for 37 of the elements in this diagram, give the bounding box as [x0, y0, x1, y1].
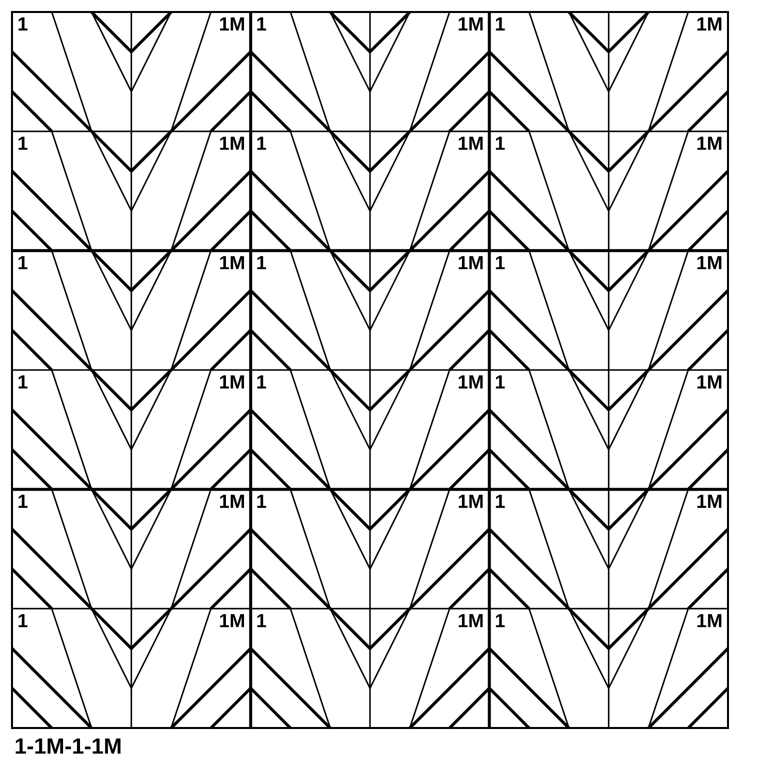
tile-label: 1M	[458, 375, 483, 388]
tile-label: 1M	[458, 136, 483, 150]
tile-label: 1	[18, 256, 28, 270]
tile-label: 1M	[458, 256, 483, 270]
tile-label: 1M	[458, 494, 483, 508]
tile-label: 1	[496, 136, 505, 150]
tile-label: 1M	[697, 17, 722, 30]
caption: 1-1M-1-1M	[16, 738, 120, 754]
tile-label: 1M	[220, 256, 244, 270]
tile-label: 1	[496, 17, 505, 30]
tile-label: 1M	[458, 17, 483, 30]
tile-label: 1	[496, 494, 505, 508]
tile-label: 1	[18, 17, 28, 30]
tile-label: 1M	[697, 614, 722, 628]
tile-label: 1	[257, 614, 266, 628]
tile-label: 1M	[697, 375, 722, 388]
tile-label: 1M	[697, 136, 722, 150]
tile-label: 1M	[697, 494, 722, 508]
tile-label: 1M	[220, 17, 244, 30]
tile-label: 1	[18, 614, 28, 628]
tile-label: 1	[257, 375, 266, 388]
tile-label: 1	[18, 375, 28, 388]
tile-label: 1M	[220, 614, 244, 628]
tile-label: 1M	[220, 494, 244, 508]
tile-label: 1	[257, 136, 266, 150]
tile-label: 1	[18, 494, 28, 508]
tile-label: 1M	[220, 375, 244, 388]
tile-label: 1M	[458, 614, 483, 628]
tile-label: 1M	[220, 136, 244, 150]
tile-label: 1	[257, 494, 266, 508]
tile-label: 1	[257, 17, 266, 30]
tile-label: 1	[496, 256, 505, 270]
tile-label: 1	[18, 136, 28, 150]
tile-label: 1	[496, 614, 505, 628]
tile-label: 1M	[697, 256, 722, 270]
tile-label: 1	[257, 256, 266, 270]
tile-label: 1	[496, 375, 505, 388]
